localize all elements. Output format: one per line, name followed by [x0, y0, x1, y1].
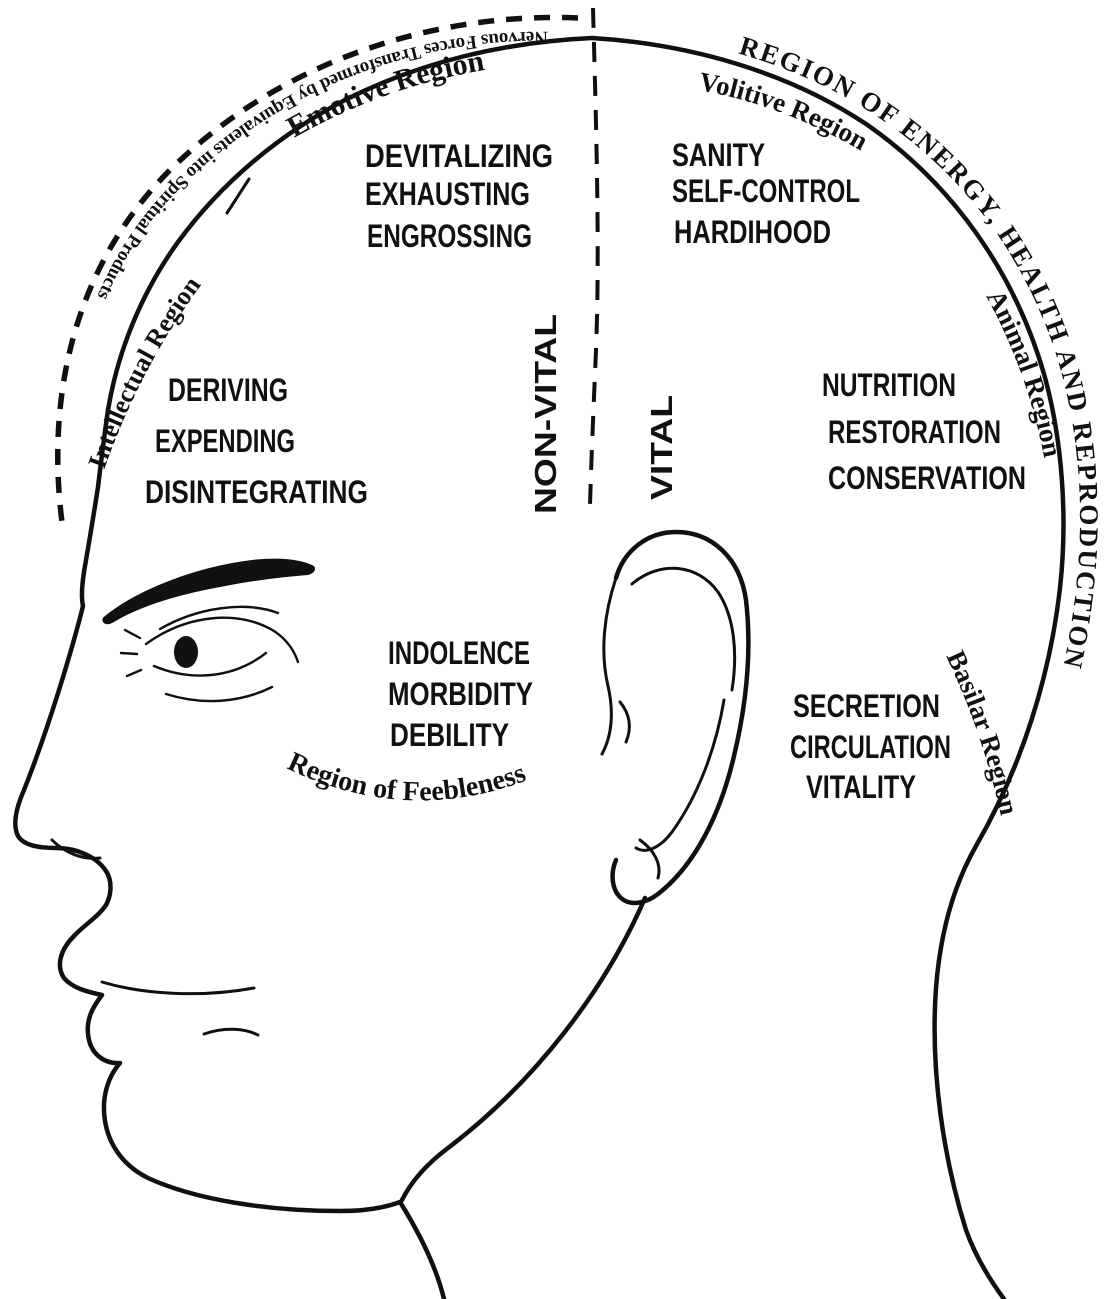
- region-of-energy-text: REGION OF ENERGY, HEALTH AND REPRODUCTIO…: [736, 30, 1102, 672]
- region-boundary-tick: [225, 177, 251, 215]
- eyebrow: [102, 558, 316, 625]
- trait-indolence: INDOLENCE: [388, 635, 530, 671]
- jaw-line: [399, 895, 648, 1203]
- trait-conservation: CONSERVATION: [828, 460, 1026, 496]
- outer-dashed-arc: [55, 14, 579, 523]
- eye-crease-lower: [164, 685, 274, 703]
- trait-nutrition: NUTRITION: [822, 367, 956, 403]
- trait-circulation: CIRCULATION: [790, 729, 951, 765]
- trait-sanity: SANITY: [672, 137, 765, 173]
- vital-label: VITAL: [644, 395, 679, 500]
- trait-engrossing: ENGROSSING: [367, 218, 532, 254]
- eye-lower-lid: [152, 651, 268, 677]
- ear-tragus: [618, 700, 631, 744]
- eye-lashes: [119, 628, 143, 678]
- eye-pupil: [174, 636, 198, 668]
- skull-front-outline: [13, 35, 595, 1299]
- trait-debility: DEBILITY: [390, 717, 509, 753]
- trait-devitalizing: DEVITALIZING: [365, 138, 553, 174]
- eye-upper-lid: [144, 616, 300, 664]
- eye-crease-upper: [158, 605, 280, 631]
- center-divider-line: [588, 7, 600, 507]
- skull-back-outline: [589, 35, 1066, 1299]
- trait-disintegrating: DISINTEGRATING: [145, 474, 368, 510]
- basilar-region-label: Basilar Region: [941, 646, 1025, 818]
- feebleness-region-text: Region of Feebleness: [283, 746, 530, 807]
- ear-inner-helix: [630, 566, 737, 692]
- basilar-region-text: Basilar Region: [941, 646, 1025, 818]
- region-of-energy-arc-label: REGION OF ENERGY, HEALTH AND REPRODUCTIO…: [736, 30, 1104, 672]
- nostril-line: [50, 838, 102, 860]
- trait-restoration: RESTORATION: [828, 414, 1001, 450]
- trait-deriving: DERIVING: [168, 372, 288, 408]
- trait-morbidity: MORBIDITY: [388, 676, 533, 712]
- trait-secretion: SECRETION: [793, 688, 940, 724]
- mouth-line: [100, 980, 256, 996]
- chin-crease: [202, 1027, 260, 1037]
- ear-lobe-crease: [638, 838, 661, 880]
- ear-front-edge: [600, 576, 618, 756]
- trait-hardihood: HARDIHOOD: [674, 214, 831, 250]
- non-vital-label: NON-VITAL: [528, 314, 563, 514]
- trait-self-control: SELF-CONTROL: [672, 173, 860, 209]
- trait-expending: EXPENDING: [155, 423, 295, 459]
- trait-vitality: VITALITY: [806, 769, 916, 805]
- feebleness-region-label: Region of Feebleness: [283, 746, 530, 807]
- trait-exhausting: EXHAUSTING: [365, 176, 530, 212]
- ear-outline: [610, 529, 751, 906]
